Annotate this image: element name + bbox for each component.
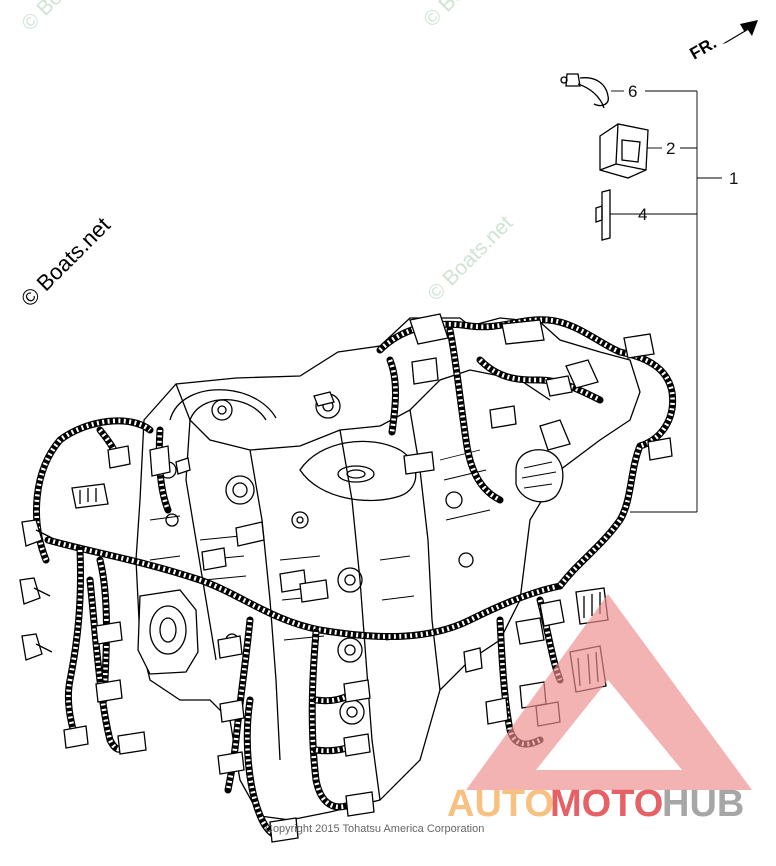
engine-block: [135, 317, 641, 821]
front-arrow-icon: [722, 20, 758, 44]
copyright-notice: Copyright 2015 Tohatsu America Corporati…: [265, 823, 484, 835]
logo-text-hub: HUB: [662, 783, 744, 825]
boats-watermark-mid: © Boats.net: [423, 211, 517, 305]
part-2-cover: [599, 123, 649, 179]
logo-text-auto: AUTO: [447, 783, 554, 825]
automotohub-logo: AUTO MOTO HUB: [447, 594, 752, 825]
callout-4: 4: [638, 205, 647, 224]
callout-6: 6: [628, 82, 637, 101]
part-4-grommet: [595, 189, 611, 241]
logo-text-moto: MOTO: [550, 783, 663, 825]
callout-1: 1: [729, 169, 738, 188]
boats-watermark: © Boats.net: [16, 212, 115, 311]
front-direction-label: FR.: [687, 33, 720, 63]
callout-2: 2: [666, 139, 675, 158]
logo-triangle: [466, 594, 752, 790]
front-direction-indicator: FR.: [687, 20, 758, 63]
boats-watermarks-faint: © Boats.net © Boats.net © Boats.net: [17, 0, 517, 306]
boats-watermark-top-center: © Boats.net: [419, 0, 513, 32]
part-6-clip: [560, 73, 609, 109]
boats-watermark-top-left: © Boats.net: [17, 0, 111, 36]
